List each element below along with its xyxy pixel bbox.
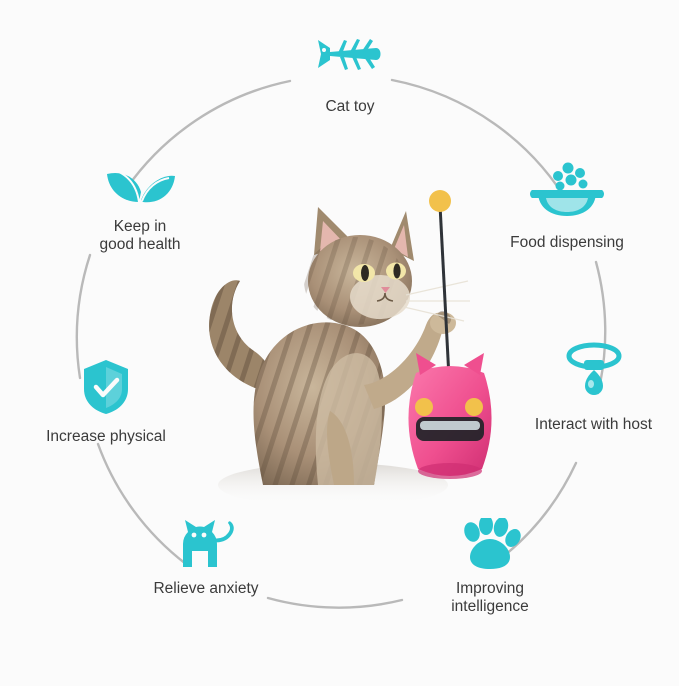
arc-health-cattoy [122,79,292,194]
node-interact-with-host: Interact with host [512,342,675,434]
node-improving-intelligence-label: Improving intelligence [451,580,529,616]
node-relieve-anxiety: Relieve anxiety [120,518,292,598]
food-bowl-icon [528,160,606,220]
cat-toy-object [408,190,492,479]
cat-legs [327,310,456,485]
arc-anxiety-physical [96,442,188,566]
node-food-dispensing-label: Food dispensing [510,234,624,251]
cat-collar-icon [563,342,625,404]
node-improving-intelligence: Improving intelligence [412,515,568,617]
node-increase-physical: Increase physical [16,358,196,446]
node-cat-toy: Cat toy [274,38,426,116]
arc-cattoy-food [390,78,572,208]
node-relieve-anxiety-label: Relieve anxiety [153,580,259,597]
node-food-dispensing: Food dispensing [487,160,647,252]
arc-physical-health [75,253,92,380]
paw-print-icon [459,515,521,570]
arc-intelligence-anxiety [266,596,404,609]
shield-check-icon [80,358,132,416]
node-cat-toy-label: Cat toy [325,98,375,115]
node-interact-with-host-label: Interact with host [534,416,653,433]
cat-silhouette-icon [168,518,244,570]
fish-bone-icon [316,38,384,84]
cat-photo [209,190,492,507]
node-keep-in-good-health-label: Keep in good health [99,218,181,254]
node-increase-physical-label: Increase physical [46,428,166,445]
leaves-icon [103,158,177,206]
cat-head [304,207,470,327]
node-keep-in-good-health: Keep in good health [56,158,224,255]
